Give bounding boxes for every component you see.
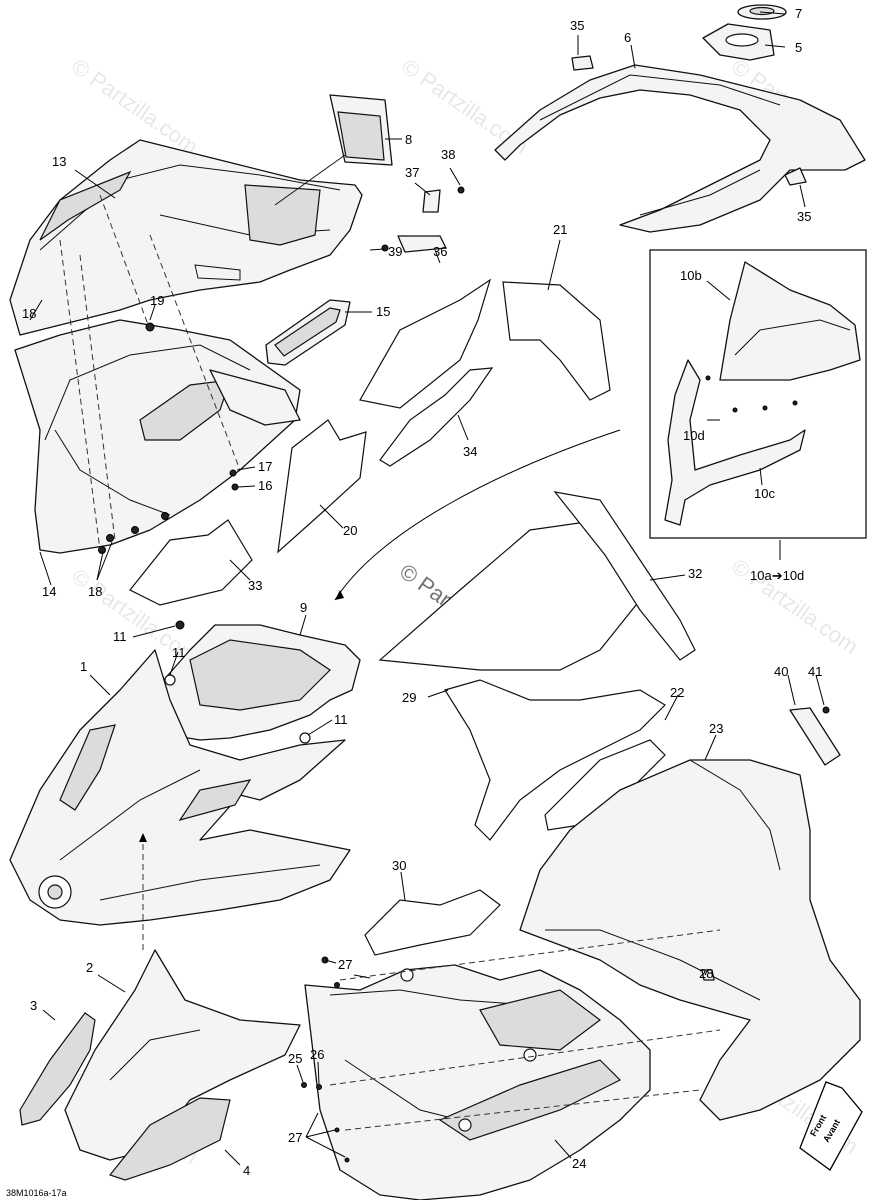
callout-41: 41 xyxy=(808,664,822,679)
callout-2: 2 xyxy=(86,960,93,975)
callout-28: 28 xyxy=(699,966,713,981)
callout-24: 24 xyxy=(572,1156,586,1171)
callout-19: 19 xyxy=(150,293,164,308)
fastener-group-36-39 xyxy=(381,186,465,253)
callout-10-range: 10a➔10d xyxy=(750,568,804,583)
callout-20: 20 xyxy=(343,523,357,538)
callout-39: 39 xyxy=(388,244,402,259)
callout-21: 21 xyxy=(553,222,567,237)
inset-windshield-10 xyxy=(649,249,867,539)
callout-36: 36 xyxy=(433,244,447,259)
callout-10b: 10b xyxy=(680,268,702,283)
callout-35: 35 xyxy=(570,18,584,33)
callout-1: 1 xyxy=(80,659,87,674)
callout-7: 7 xyxy=(795,6,802,21)
callout-13: 13 xyxy=(52,154,66,169)
callout-30: 30 xyxy=(392,858,406,873)
callout-25: 25 xyxy=(288,1051,302,1066)
belly-pan-24 xyxy=(301,929,721,1200)
callout-14: 14 xyxy=(42,584,56,599)
callout-3: 3 xyxy=(30,998,37,1013)
callout-5: 5 xyxy=(795,40,802,55)
callout-9: 9 xyxy=(300,600,307,615)
callout-8: 8 xyxy=(405,132,412,147)
callout-27: 27 xyxy=(338,957,352,972)
callout-10c: 10c xyxy=(754,486,775,501)
callout-27: 27 xyxy=(288,1130,302,1145)
leader-lines xyxy=(29,11,825,1166)
callout-40: 40 xyxy=(774,664,788,679)
part-15-vent xyxy=(265,299,351,366)
callout-35: 35 xyxy=(797,209,811,224)
callout-29: 29 xyxy=(402,690,416,705)
callout-32: 32 xyxy=(688,566,702,581)
callout-18: 18 xyxy=(88,584,102,599)
callout-11: 11 xyxy=(334,712,348,727)
callout-33: 33 xyxy=(248,578,262,593)
front-direction-badge: Front Avant xyxy=(799,1081,863,1171)
front-cowl-assembly xyxy=(9,620,361,950)
lower-panels-2-3-4 xyxy=(19,949,301,1181)
part-6-frame xyxy=(494,4,866,233)
callout-37: 37 xyxy=(405,165,419,180)
callout-11: 11 xyxy=(113,629,127,644)
callout-15: 15 xyxy=(376,304,390,319)
upper-console-assembly xyxy=(9,94,393,554)
callout-16: 16 xyxy=(258,478,272,493)
panel-set-29-32-22 xyxy=(378,491,696,841)
drawing-reference-code: 38M1016a-17a xyxy=(6,1188,67,1198)
callout-10d: 10d xyxy=(683,428,705,443)
callout-26: 26 xyxy=(310,1047,324,1062)
callout-4: 4 xyxy=(243,1163,250,1178)
inset-arrow xyxy=(334,429,621,601)
callout-22: 22 xyxy=(670,685,684,700)
callout-34: 34 xyxy=(463,444,477,459)
panel-set-20-21-33-34 xyxy=(129,278,611,606)
callout-18: 18 xyxy=(22,306,36,321)
callout-11: 11 xyxy=(172,645,186,660)
side-panel-23-30 xyxy=(364,706,861,1121)
callout-38: 38 xyxy=(441,147,455,162)
callout-17: 17 xyxy=(258,459,272,474)
callout-23: 23 xyxy=(709,721,723,736)
callout-6: 6 xyxy=(624,30,631,45)
callout-labels: 7 5 35 6 35 8 38 37 39 36 13 18 19 15 21… xyxy=(22,6,822,1178)
